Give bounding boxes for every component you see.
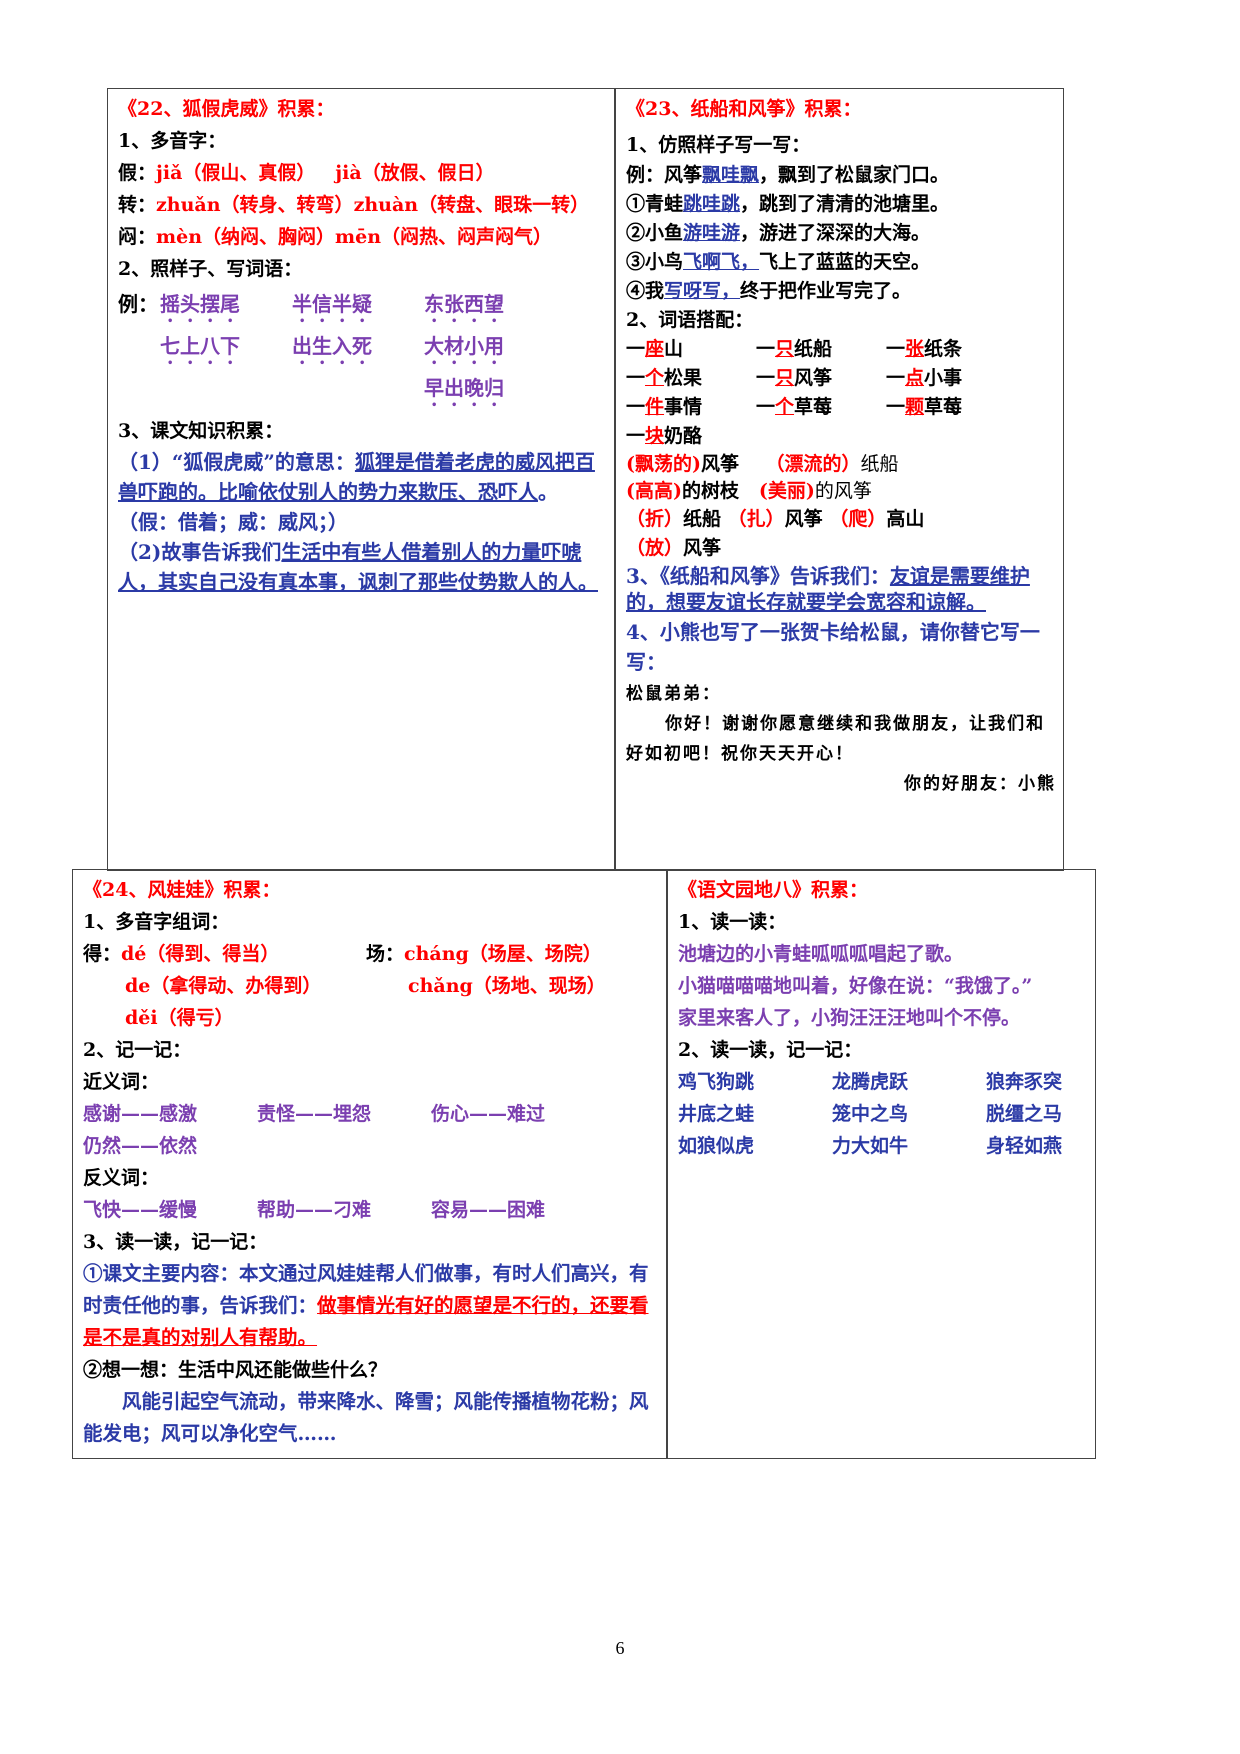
- letter-body: 你好！谢谢你愿意继续和我做朋友，让我们和好如初吧！祝你天天开心！: [626, 714, 1046, 764]
- example-row: ②小鱼游哇游，游进了深深的大海。: [626, 222, 931, 244]
- letter-greeting: 松鼠弟弟：: [626, 684, 721, 704]
- polyphone-row: 假：jiǎ（假山、真假） jià（放假、假日）: [118, 162, 495, 184]
- reading-sentence: 池塘边的小青蛙呱呱呱唱起了歌。: [678, 943, 964, 965]
- question-heading: 1、仿照样子写一写：: [626, 134, 811, 156]
- measure-word: 一件事情: [626, 396, 703, 418]
- antonym-grid: 飞快——缓慢帮助——刁难容易——困难: [83, 1199, 546, 1221]
- reading-sentence: 小猫喵喵喵地叫着，好像在说：“我饿了。”: [678, 975, 1033, 997]
- synonym-grid: 感谢——感激责怪——埋怨伤心——难过 仍然——依然: [83, 1103, 546, 1157]
- section-24: 《24、风娃娃》积累： 1、多音字组词： 得：dé（得到、得当） de（拿得动、…: [73, 870, 666, 1458]
- column-divider: [666, 870, 668, 1458]
- idiom: 摇头摆尾: [160, 292, 240, 316]
- polyphone-row: 转：zhuǎn（转身、转弯）zhuàn（转盘、眼珠一转）: [118, 194, 590, 216]
- idiom: 七上八下: [160, 334, 240, 358]
- example-row: 例：风筝飘哇飘，飘到了松鼠家门口。: [626, 164, 950, 186]
- question-heading: 1、读一读：: [678, 911, 787, 933]
- idiom: 大材小用: [424, 334, 504, 358]
- measure-word: 一个草莓: [756, 396, 833, 418]
- idiom: 早出晚归: [424, 376, 504, 400]
- question-heading: 4、小熊也写了一张贺卡给松鼠，请你替它写一写：: [626, 620, 1040, 674]
- measure-word: 一颗草莓: [886, 396, 963, 418]
- measure-word: 一个松果: [626, 367, 703, 389]
- section-title: 《22、狐假虎威》积累：: [118, 98, 335, 120]
- measure-grid: 一座山 一只纸船 一张纸条 一个松果 一只风筝 一点小事 一件事情 一个草莓 一…: [626, 335, 1056, 451]
- idiom-grid: 鸡飞狗跳龙腾虎跃狼奔豕突 井底之蛙笼中之鸟脱缰之马 如狼似虎力大如牛身轻如燕: [678, 1071, 1063, 1157]
- section-title: 《23、纸船和风筝》积累：: [626, 98, 862, 120]
- section-22: 《22、狐假虎威》积累： 1、多音字： 假：jiǎ（假山、真假） jià（放假、…: [108, 89, 614, 870]
- knowledge-2: （2)故事告诉我们生活中有些人借着别人的力量吓唬人，其实自己没有真本事，讽刺了那…: [118, 540, 598, 594]
- adjective-row: (高高)的树枝 (美丽)的风筝: [626, 480, 872, 502]
- measure-word: 一张纸条: [886, 338, 963, 360]
- synonym-label: 近义词：: [83, 1071, 160, 1093]
- section-title: 《24、风娃娃》积累：: [83, 879, 281, 901]
- section-yuwen-8: 《语文园地八》积累： 1、读一读： 池塘边的小青蛙呱呱呱唱起了歌。 小猫喵喵喵地…: [668, 870, 1096, 1458]
- measure-word: 一座山: [626, 338, 684, 360]
- measure-word: 一只纸船: [756, 338, 833, 360]
- question-heading: 3、读一读，记一记：: [83, 1231, 268, 1253]
- column-divider: [614, 89, 616, 870]
- idiom-grid: 例： 摇头摆尾 半信半疑 东张西望 七上八下 出生入死 大材小用 早出晚归: [118, 285, 606, 411]
- example-row: ④我写呀写，终于把作业写完了。: [626, 280, 912, 302]
- page-number: 6: [615, 1638, 625, 1658]
- question-heading: 1、多音字组词：: [83, 911, 230, 933]
- measure-word: 一块奶酪: [626, 425, 703, 447]
- bottom-table: 《24、风娃娃》积累： 1、多音字组词： 得：dé（得到、得当） de（拿得动、…: [72, 869, 1096, 1459]
- adjective-row: (飘荡的)风筝 （漂流的）纸船: [626, 453, 899, 475]
- question-heading: 2、读一读，记一记：: [678, 1039, 863, 1061]
- letter-signature: 你的好朋友：小熊: [904, 774, 1056, 794]
- verb-row: （折）纸船 （扎）风筝 （爬）高山: [626, 508, 925, 530]
- knowledge-1: （1）“狐假虎威”的意思：狐狸是借着老虎的威风把百兽吓跑的。比喻依仗别人的势力来…: [118, 450, 595, 534]
- reading-sentence: 家里来客人了，小狗汪汪汪地叫个不停。: [678, 1007, 1021, 1029]
- idiom: 出生入死: [292, 334, 372, 358]
- antonym-label: 反义词：: [83, 1167, 160, 1189]
- idiom: 半信半疑: [292, 292, 372, 316]
- think-question: ②想一想：生活中风还能做些什么？: [83, 1359, 388, 1381]
- idiom: 东张西望: [424, 292, 504, 316]
- measure-word: 一只风筝: [756, 367, 833, 389]
- question-heading: 2、照样子、写词语：: [118, 258, 303, 280]
- lesson-moral: 3、《纸船和风筝》告诉我们：友谊是需要维护的，想要友谊长存就要学会宽容和谅解。: [626, 564, 1030, 614]
- measure-word: 一点小事: [886, 367, 963, 389]
- polyphone-grid: 得：dé（得到、得当） de（拿得动、办得到） děi（得亏） 场：cháng（…: [83, 943, 606, 1029]
- section-title: 《语文园地八》积累：: [678, 879, 869, 901]
- question-heading: 1、多音字：: [118, 130, 227, 152]
- example-row: ①青蛙跳哇跳，跳到了清清的池塘里。: [626, 193, 950, 215]
- polyphone-row: 闷：mèn（纳闷、胸闷）mēn（闷热、闷声闷气）: [118, 226, 553, 248]
- verb-row: （放）风筝: [626, 537, 722, 559]
- question-heading: 2、记一记：: [83, 1039, 192, 1061]
- main-content: ①课文主要内容：本文通过风娃娃帮人们做事，有时人们高兴，有时责任他的事，告诉我们…: [83, 1262, 649, 1349]
- question-heading: 2、词语搭配：: [626, 309, 754, 331]
- example-row: ③小鸟飞啊飞，飞上了蓝蓝的天空。: [626, 251, 931, 273]
- question-heading: 3、课文知识积累：: [118, 420, 284, 442]
- top-table: 《22、狐假虎威》积累： 1、多音字： 假：jiǎ（假山、真假） jià（放假、…: [107, 88, 1064, 871]
- think-answer: 风能引起空气流动，带来降水、降雪；风能传播植物花粉；风能发电；风可以净化空气……: [83, 1390, 649, 1445]
- section-23: 《23、纸船和风筝》积累： 1、仿照样子写一写： 例：风筝飘哇飘，飘到了松鼠家门…: [616, 89, 1064, 870]
